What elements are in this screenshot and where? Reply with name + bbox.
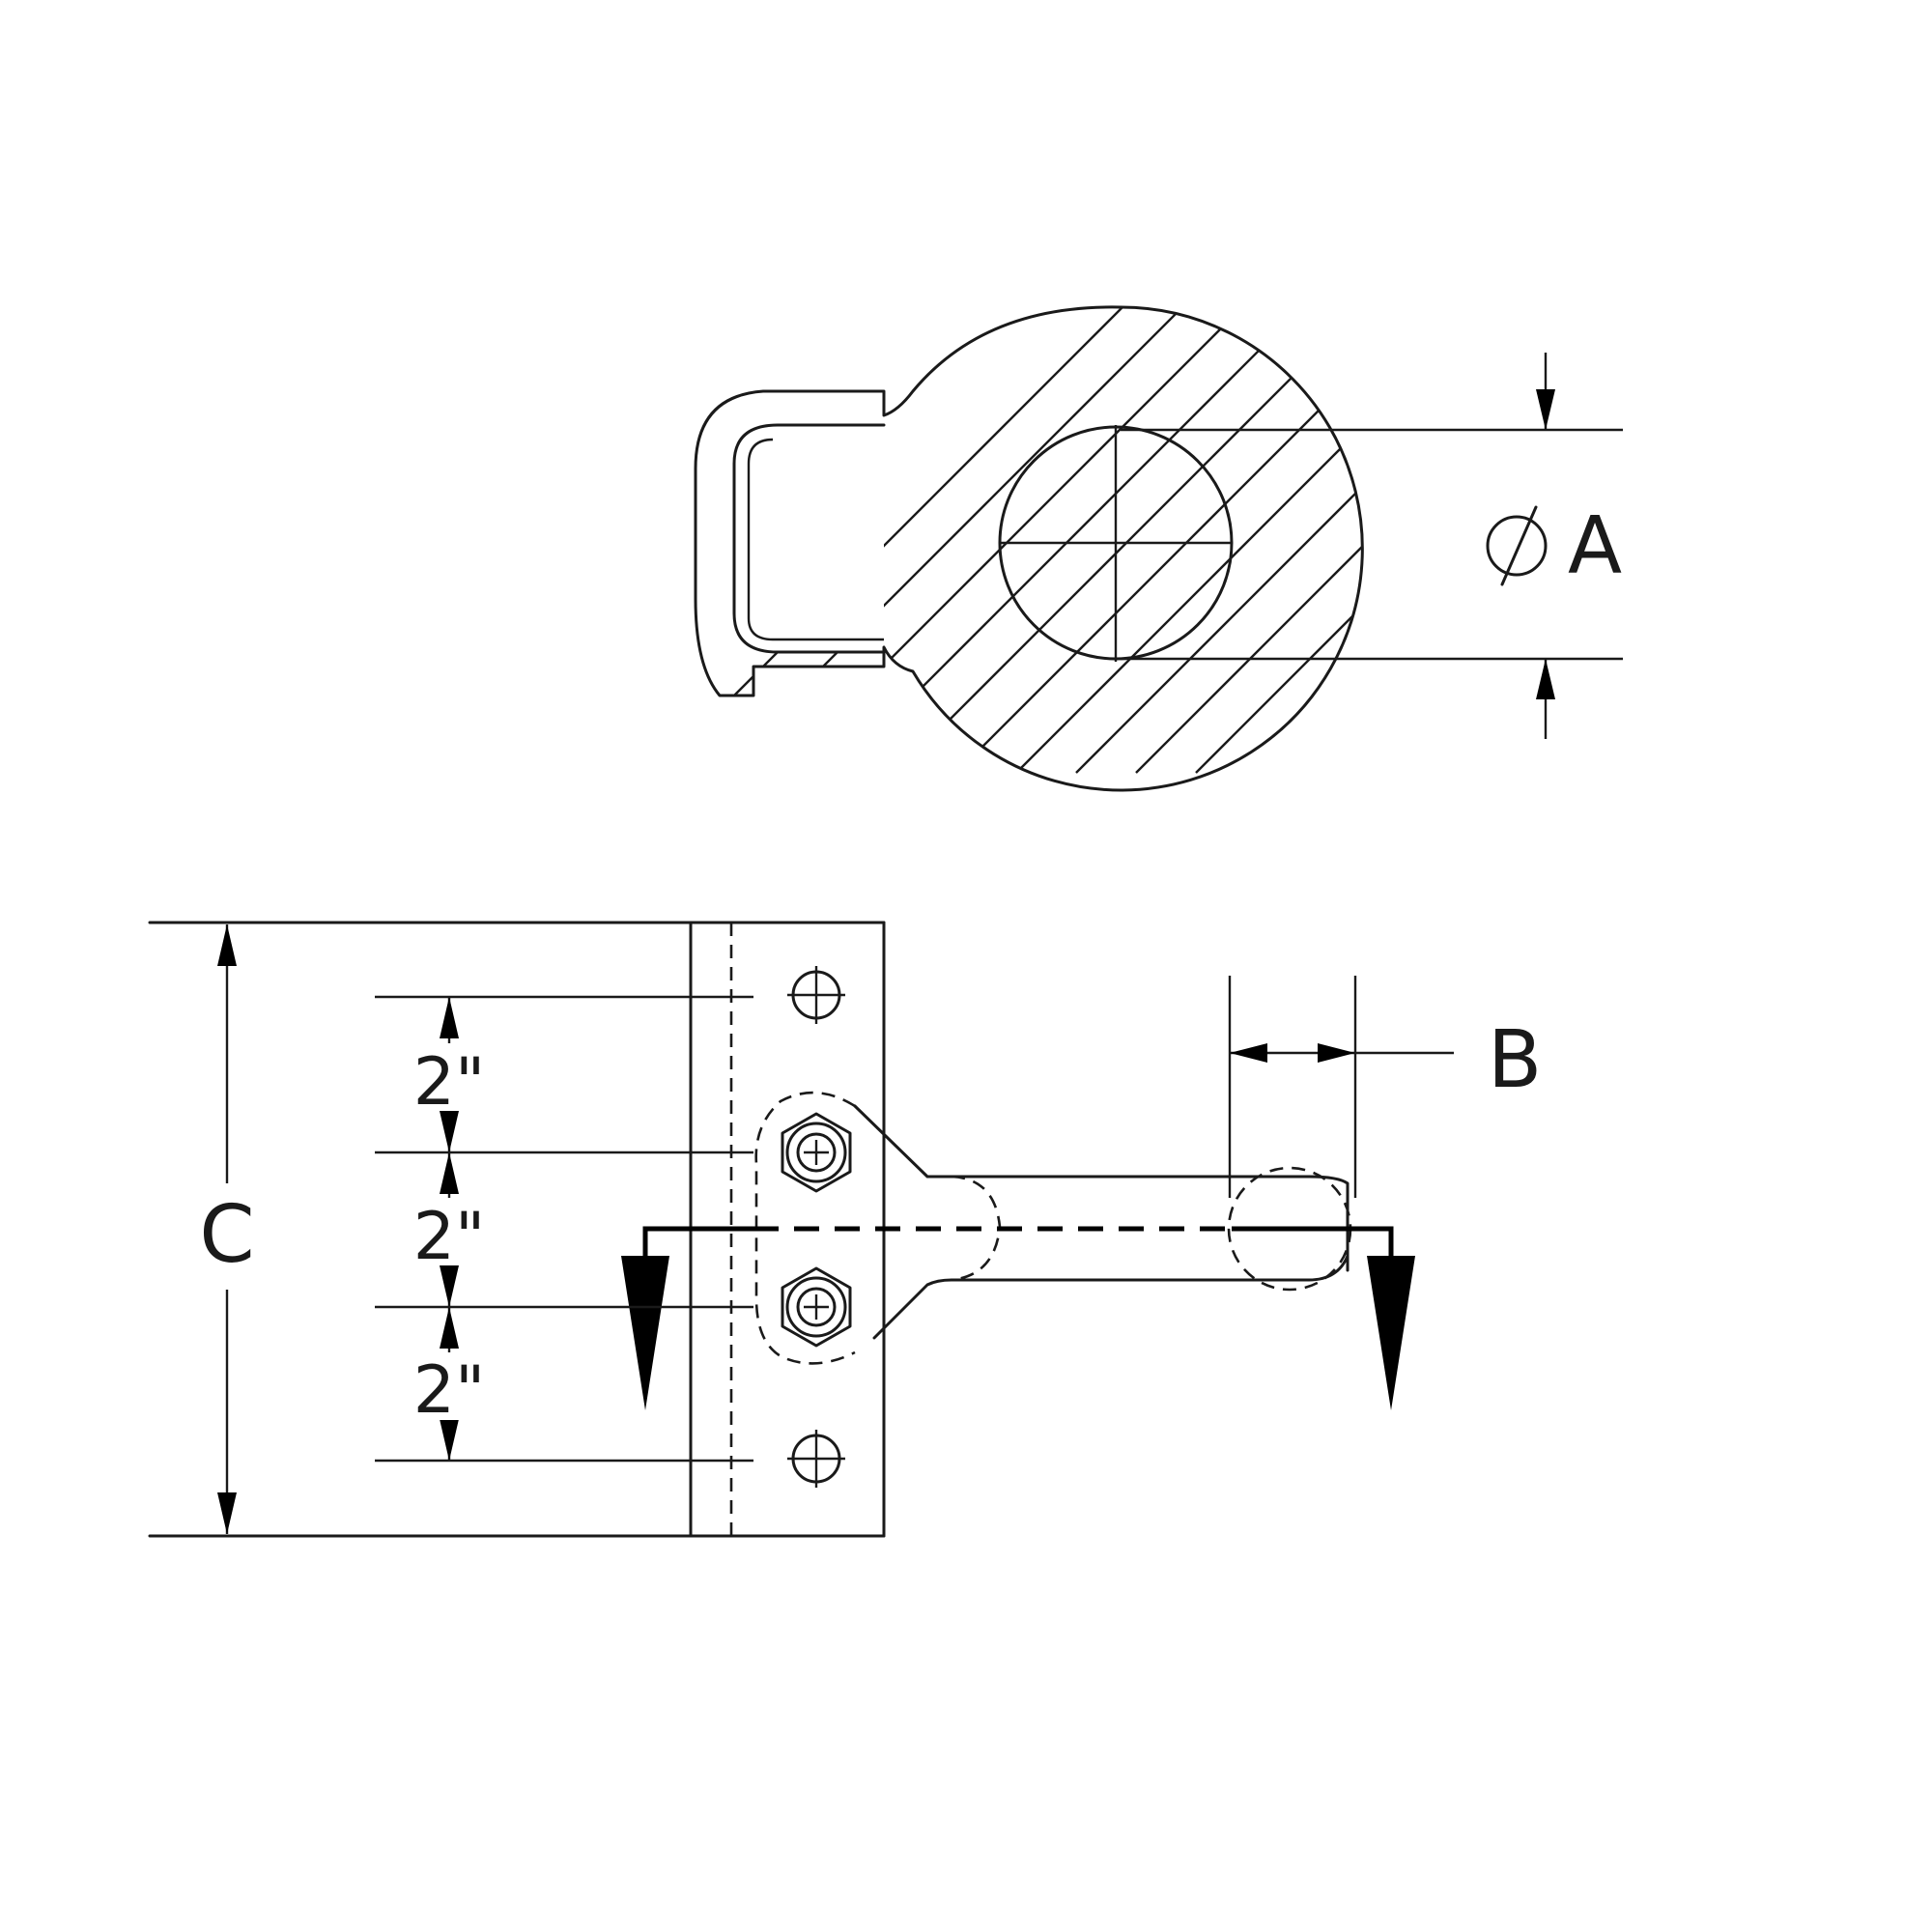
bolt-upper xyxy=(781,1112,852,1193)
spacing-label-1: 2" xyxy=(413,1044,486,1121)
hatch-line xyxy=(836,306,1363,774)
hatch-line xyxy=(1135,306,1363,774)
diameter-symbol-icon xyxy=(1486,505,1548,586)
hatch-line xyxy=(1075,306,1363,774)
hatch-line xyxy=(1195,306,1363,774)
dimension-c-label: C xyxy=(199,1189,254,1281)
dimension-b-label: B xyxy=(1488,1014,1542,1106)
hatch-line xyxy=(1315,306,1363,774)
front-view xyxy=(148,921,1415,1538)
dimension-b: B xyxy=(1228,976,1542,1198)
section-view xyxy=(694,97,1932,792)
spacing-label-2: 2" xyxy=(413,1199,486,1275)
hatch-line xyxy=(716,306,1363,774)
hatch-line xyxy=(895,306,1363,774)
hatch-line xyxy=(1376,97,1932,773)
pin-channel xyxy=(734,425,884,652)
hatch-line xyxy=(1015,306,1363,774)
hatch-line xyxy=(1495,97,1932,773)
section-outline xyxy=(694,305,1364,792)
dimension-c: C xyxy=(188,924,266,1534)
bolt-lower xyxy=(781,1266,852,1348)
arm-outline xyxy=(853,1104,1350,1340)
mounting-hole-bottom xyxy=(787,1430,845,1488)
hatch-line xyxy=(1435,97,1932,773)
boss-hidden-outline xyxy=(754,1091,856,1365)
hatch-line xyxy=(696,306,1334,774)
mounting-hole-top xyxy=(787,966,845,1024)
hatch-line xyxy=(955,306,1363,774)
spacing-dimensions: 2" 2" 2" xyxy=(375,995,753,1463)
hatch-line xyxy=(1255,306,1363,774)
dimension-a: A xyxy=(1121,353,1623,739)
dimension-a-label: A xyxy=(1568,500,1622,592)
section-cut-line xyxy=(621,1226,1415,1410)
spacing-label-3: 2" xyxy=(413,1352,486,1429)
